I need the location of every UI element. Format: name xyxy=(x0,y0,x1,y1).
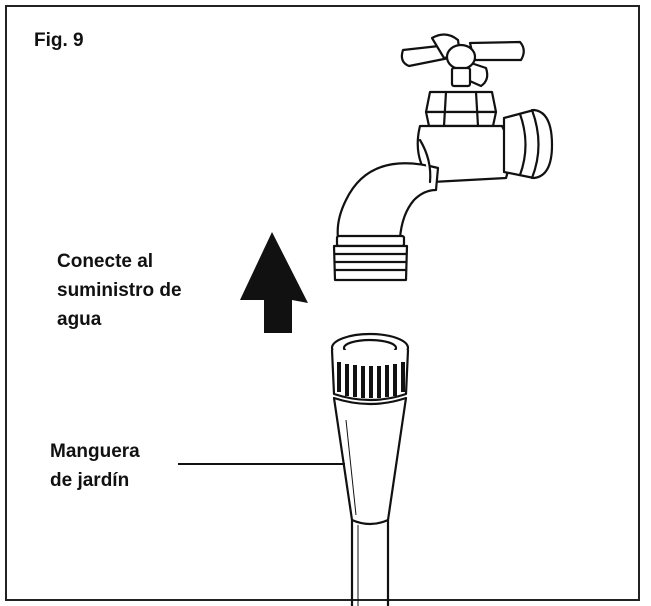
hose-label-line-1: Manguera xyxy=(50,441,140,462)
faucet-icon xyxy=(332,33,554,282)
figure-label: Fig. 9 xyxy=(34,30,84,51)
up-arrow-icon xyxy=(240,232,308,333)
connect-label-line-3: agua xyxy=(57,309,102,330)
garden-hose-label: Manguera de jardín xyxy=(50,437,190,495)
figure-frame xyxy=(5,5,640,601)
connect-label-line-2: suministro de xyxy=(57,280,182,301)
connect-label-line-1: Conecte al xyxy=(57,251,154,272)
hose-connector-icon xyxy=(330,332,410,606)
hose-label-line-2: de jardín xyxy=(50,470,130,491)
connect-water-supply-label: Conecte al suministro de agua xyxy=(57,247,227,334)
